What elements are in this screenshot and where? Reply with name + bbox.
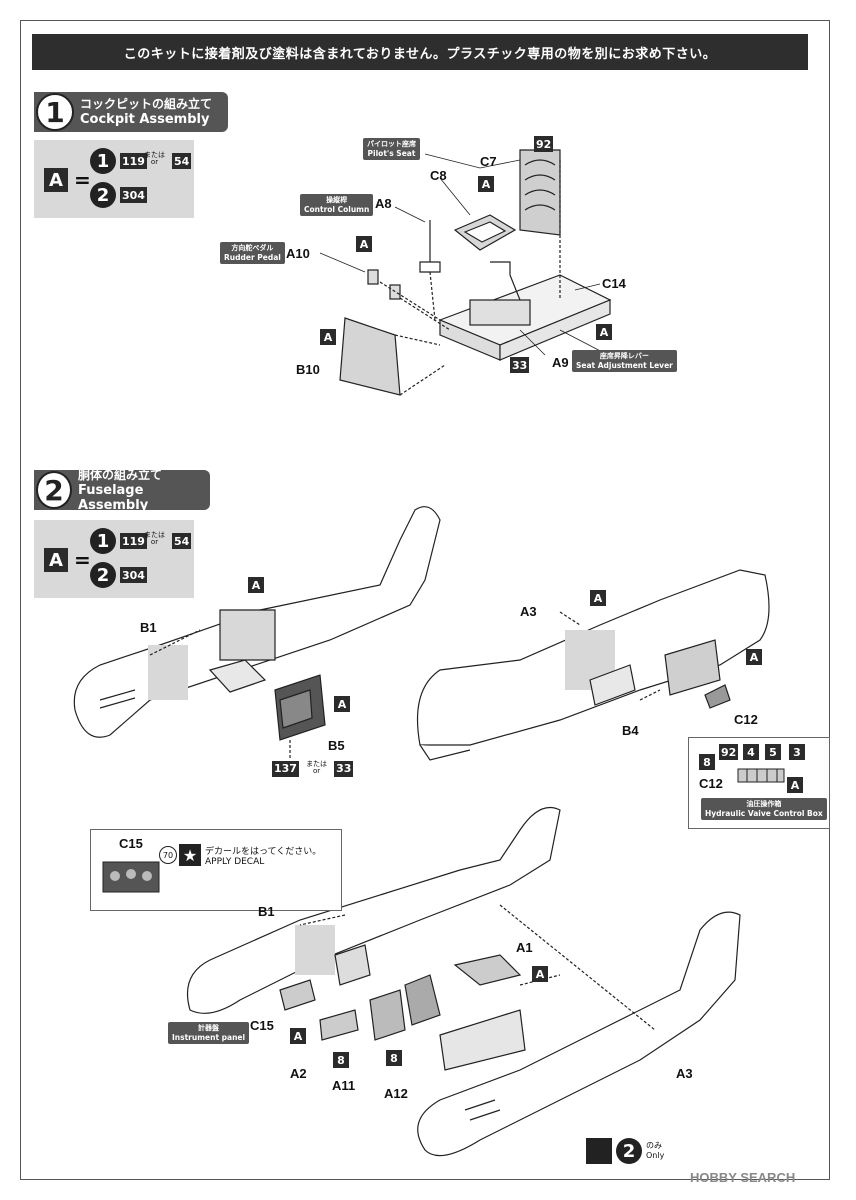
paint-8-3: 8: [386, 1050, 402, 1066]
option2-icon: 2: [90, 182, 116, 208]
paint-a-3: A: [320, 329, 336, 345]
step2-number: 2: [36, 471, 73, 509]
part-b4: B4: [622, 723, 639, 738]
paint-4: 4: [743, 744, 759, 760]
option-only-marker: 2 のみ Only: [586, 1138, 664, 1164]
part-c7: C7: [480, 154, 497, 169]
paint-eq: =: [74, 168, 91, 192]
paint-a-10: A: [532, 966, 548, 982]
part-a11: A11: [332, 1078, 356, 1093]
paint-a-2: A: [356, 236, 372, 252]
part-c12: C12: [734, 712, 758, 727]
instrument-panel-decal: [102, 861, 160, 893]
paint-a-8: A: [746, 649, 762, 665]
part-c15-2: C15: [250, 1018, 274, 1033]
page-frame: [20, 20, 830, 1180]
step1-title-en: Cockpit Assembly: [80, 112, 210, 127]
decal-detail-box: C15 70 ★ デカールをはってください。 APPLY DECAL: [90, 829, 342, 911]
part-c8: C8: [430, 168, 447, 183]
star-icon: ★: [179, 844, 201, 866]
part-a3: A3: [520, 604, 537, 619]
part-a9: A9: [552, 355, 569, 370]
paint-92-2: 92: [719, 744, 739, 760]
paint-33-2: 33: [334, 760, 354, 777]
part-a10: A10: [286, 246, 310, 261]
part-b10: B10: [296, 362, 320, 377]
part-a3-2: A3: [676, 1066, 693, 1081]
paint-code-119: 119: [120, 153, 147, 169]
part-a1: A1: [516, 940, 533, 955]
part-b1: B1: [140, 620, 157, 635]
step1-title-jp: コックピットの組み立て: [80, 97, 213, 111]
part-a8: A8: [375, 196, 392, 211]
part-b5: B5: [328, 738, 345, 753]
paint-5: 5: [765, 744, 781, 760]
paint-a-1: A: [478, 176, 494, 192]
hobby-search-watermark: HOBBY SEARCH: [690, 1170, 796, 1185]
step2-title-jp: 胴体の組み立て: [78, 467, 163, 482]
part-c15: C15: [119, 836, 143, 851]
paint-a-7: A: [590, 590, 606, 606]
paint-eq-2: =: [74, 548, 91, 572]
part-a12: A12: [384, 1086, 408, 1101]
step2-title-en: Fuselage Assembly: [78, 482, 149, 513]
paint-code-119-2: 119: [120, 533, 147, 549]
decal-number: 70: [159, 846, 177, 864]
step1-number: 1: [36, 93, 74, 131]
only-option-number: 2: [616, 1138, 642, 1164]
step2-header: 2 胴体の組み立て Fuselage Assembly: [34, 467, 210, 513]
part-c12-2: C12: [699, 776, 723, 791]
only-en: Only: [646, 1151, 665, 1160]
step1-header: 1 コックピットの組み立て Cockpit Assembly: [34, 92, 228, 132]
paint-33: 33: [510, 357, 530, 373]
decal-instruction-en: APPLY DECAL: [205, 857, 265, 867]
part-b1-2: B1: [258, 904, 275, 919]
decal-instruction-jp: デカールをはってください。: [205, 847, 322, 857]
paint-a-9: A: [787, 777, 803, 793]
notice-banner: このキットに接着剤及び塗料は含まれておりません。プラスチック専用の物を別にお求め…: [32, 34, 808, 70]
part-a2: A2: [290, 1066, 307, 1081]
option1-icon-2: 1: [90, 528, 116, 554]
paint-code-304: 304: [120, 187, 147, 203]
paint-code-54: 54: [172, 153, 192, 169]
hydraulic-box-part: [737, 768, 785, 783]
only-jp: のみ: [646, 1141, 662, 1150]
paint-code-54-2: 54: [172, 533, 192, 549]
paint-a-letter-2: A: [44, 548, 68, 572]
option2-icon-2: 2: [90, 562, 116, 588]
paint-8-2: 8: [333, 1052, 349, 1068]
paint-a-11: A: [290, 1028, 306, 1044]
paint-code-304-2: 304: [120, 567, 147, 583]
paint-a-6: A: [334, 696, 350, 712]
part-c14: C14: [602, 276, 626, 291]
paint-8: 8: [699, 754, 715, 770]
paint-a-4: A: [596, 324, 612, 340]
option1-icon: 1: [90, 148, 116, 174]
paint-a-letter: A: [44, 168, 68, 192]
paint-92: 92: [534, 136, 554, 152]
paint-137: 137: [272, 760, 299, 777]
paint-a-5: A: [248, 577, 264, 593]
marker-icon: [586, 1138, 612, 1164]
paint-3: 3: [789, 744, 805, 760]
